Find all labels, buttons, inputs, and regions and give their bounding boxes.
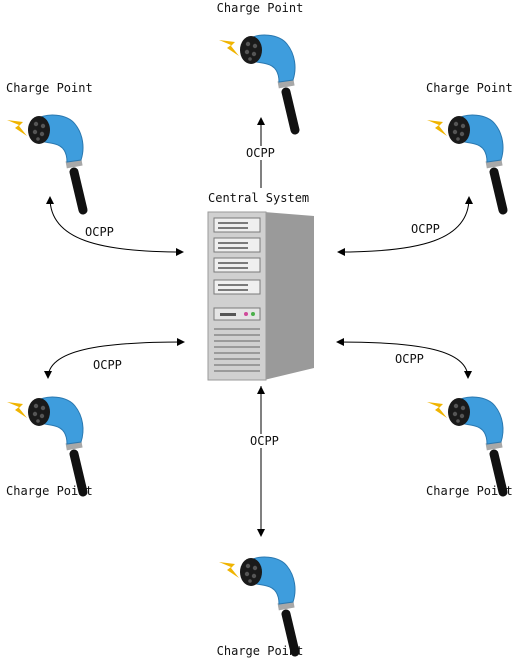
arrowhead-lower-right-cs bbox=[336, 338, 344, 346]
ocpp-label-upper-left: OCPP bbox=[85, 225, 114, 239]
charge-point-lower-left-icon bbox=[7, 397, 83, 492]
link-upper-right bbox=[337, 197, 470, 256]
charge-point-bottom-label: Charge Point bbox=[216, 644, 304, 658]
ocpp-label-lower-left: OCPP bbox=[93, 358, 122, 372]
charge-point-upper-right-label: Charge Point bbox=[426, 81, 513, 95]
charge-point-top-icon bbox=[219, 35, 295, 130]
charge-point-upper-left-label: Charge Point bbox=[6, 81, 93, 95]
arrowhead-upper-right-cp bbox=[465, 196, 473, 204]
link-lower-right bbox=[337, 341, 472, 379]
central-system-label: Central System bbox=[208, 191, 310, 205]
arrowhead-lower-left-cs bbox=[177, 338, 185, 346]
ocpp-label-top: OCPP bbox=[246, 146, 275, 160]
charge-point-top-label: Charge Point bbox=[216, 1, 304, 15]
arrowhead-upper-left-cp bbox=[46, 196, 54, 204]
server-tower-icon bbox=[207, 211, 314, 381]
charge-point-upper-right-icon bbox=[427, 115, 503, 210]
link-lower-left bbox=[44, 341, 184, 379]
ocpp-label-lower-right: OCPP bbox=[395, 352, 424, 366]
charge-point-bottom-icon bbox=[219, 557, 295, 652]
ocpp-label-upper-right: OCPP bbox=[411, 222, 440, 236]
charge-point-upper-left-icon bbox=[7, 115, 83, 210]
charge-point-lower-right-label: Charge Point bbox=[426, 484, 513, 498]
charge-point-lower-right-icon bbox=[427, 397, 503, 492]
charge-point-lower-left-label: Charge Point bbox=[6, 484, 93, 498]
link-upper-left bbox=[49, 197, 184, 256]
arrowhead-bottom-cs bbox=[257, 386, 265, 394]
ocpp-label-bottom: OCPP bbox=[250, 434, 279, 448]
